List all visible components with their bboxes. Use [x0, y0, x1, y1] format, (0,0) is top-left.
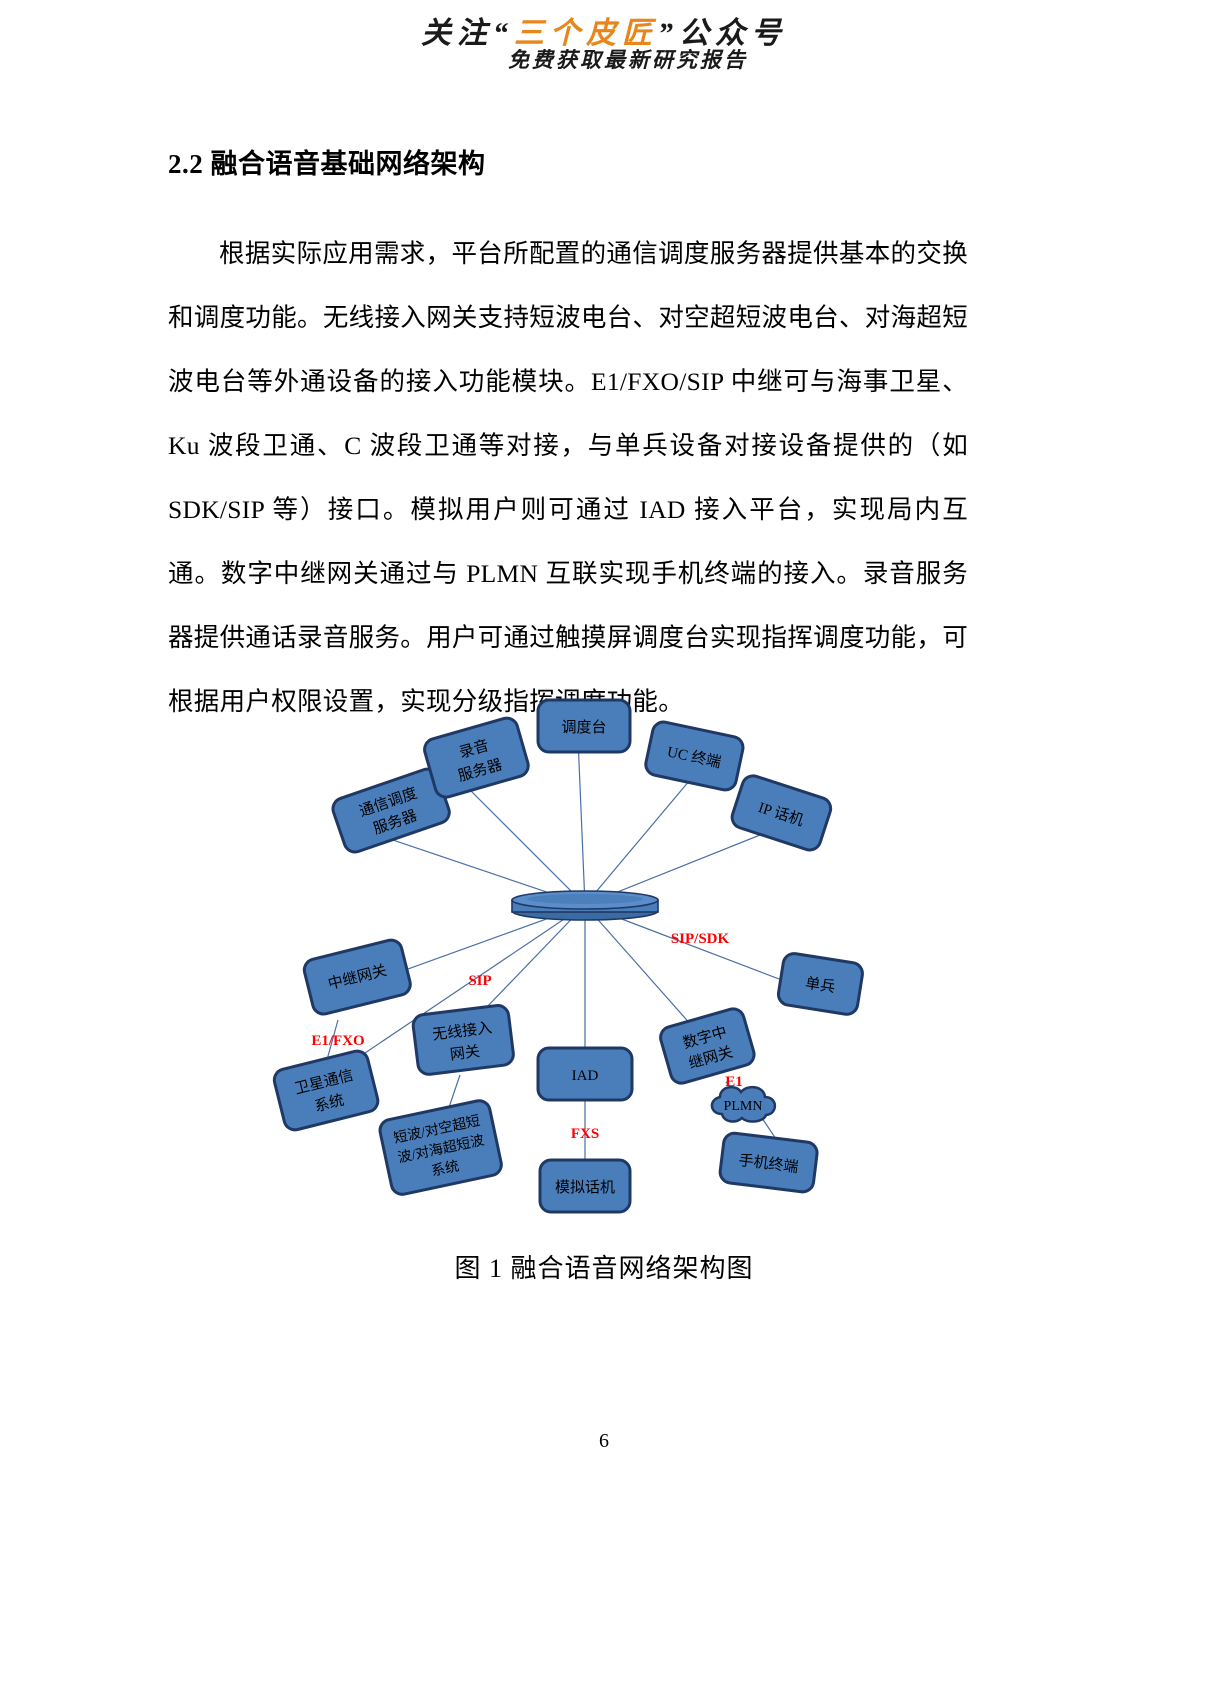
- link-label-e1: E1: [725, 1074, 743, 1090]
- page-number: 6: [599, 1430, 609, 1452]
- section-paragraph: 根据实际应用需求，平台所配置的通信调度服务器提供基本的交换和调度功能。无线接入网…: [168, 239, 968, 716]
- node-uc-terminal[interactable]: UC 终端: [644, 720, 745, 792]
- figure-caption: 图 1 融合语音网络架构图: [454, 1254, 754, 1283]
- central-switch-hub[interactable]: [511, 890, 659, 921]
- watermark-line-1-pre: 关注“: [421, 17, 514, 50]
- watermark-line-1-post: ”公众号: [658, 17, 787, 50]
- link-label-sip-sdk: SIP/SDK: [671, 931, 730, 947]
- node-recording-server[interactable]: 录音 服务器: [422, 716, 531, 800]
- node-label-satellite-comm-system-line-2: 系统: [313, 1092, 346, 1116]
- watermark-line-1: 关注“三个皮匠”公众号: [0, 8, 1208, 52]
- node-comm-dispatch-server[interactable]: 通信调度 服务器: [330, 766, 452, 855]
- node-digital-trunk-gateway[interactable]: 数字中 继网关: [658, 1006, 757, 1085]
- link-hub-recording-server: [464, 784, 586, 906]
- node-label-wireless-access-gateway-line-2: 网关: [449, 1043, 481, 1064]
- node-wireless-access-gateway[interactable]: 无线接入 网关: [411, 1004, 515, 1076]
- node-ip-phone[interactable]: IP 话机: [729, 773, 833, 853]
- node-shortwave-system[interactable]: 短波/对空超短 波/对海超短波 系统: [378, 1099, 503, 1197]
- watermark-header: 关注“三个皮匠”公众号 免费获取最新研究报告: [0, 0, 1208, 80]
- node-trunk-gateway[interactable]: 中继网关: [302, 938, 413, 1017]
- watermark-line-2: 免费获取最新研究报告: [508, 48, 748, 72]
- node-single-soldier[interactable]: 单兵: [776, 952, 864, 1016]
- node-label-shortwave-system-line-3: 系统: [430, 1158, 461, 1179]
- link-hub-dispatch-console: [577, 737, 586, 906]
- node-label-plmn: PLMN: [724, 1099, 763, 1114]
- node-satellite-comm-system[interactable]: 卫星通信 系统: [272, 1049, 380, 1132]
- watermark-brand: 三个皮匠: [514, 17, 658, 50]
- link-label-e1-fxo: E1/FXO: [311, 1033, 364, 1049]
- node-label-iad: IAD: [572, 1068, 599, 1084]
- node-label-dispatch-console: 调度台: [561, 719, 606, 736]
- link-hub-digital-trunk-gateway: [584, 904, 701, 1036]
- figure-link-labels: SIP/SDK SIP E1/FXO FXS E1: [311, 931, 742, 1142]
- node-iad[interactable]: IAD: [536, 1046, 634, 1102]
- link-label-sip: SIP: [468, 973, 491, 989]
- network-architecture-figure: 通信调度 服务器 录音 服务器 调度台 UC 终端 IP: [160, 690, 1040, 1230]
- node-dispatch-console[interactable]: 调度台: [536, 698, 632, 754]
- node-label-analog-phone: 模拟话机: [555, 1179, 615, 1196]
- node-analog-phone[interactable]: 模拟话机: [538, 1158, 632, 1214]
- node-plmn-cloud[interactable]: PLMN: [710, 1085, 777, 1123]
- link-hub-uc-terminal: [584, 767, 701, 906]
- link-label-fxs: FXS: [571, 1126, 599, 1142]
- node-mobile-terminal[interactable]: 手机终端: [718, 1131, 819, 1194]
- section-heading: 2.2 融合语音基础网络架构: [168, 149, 486, 179]
- node-label-single-soldier: 单兵: [804, 975, 836, 996]
